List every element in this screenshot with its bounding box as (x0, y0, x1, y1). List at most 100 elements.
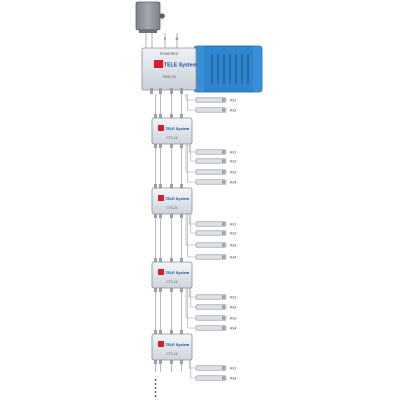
output-cable (187, 94, 196, 111)
output-lead (195, 254, 227, 260)
headend-model: TWD-24 (162, 75, 175, 79)
switch-brand: TELE System (165, 127, 190, 131)
logo-brand-text: TELE System (164, 63, 198, 69)
switch-logo-mark (158, 195, 164, 201)
receiver-output: Rx3 (185, 144, 236, 175)
switch-input-connector (154, 184, 157, 189)
headend-output-connectors (150, 88, 183, 94)
switch-input-connector (170, 330, 173, 335)
output-connector (222, 98, 225, 102)
output-connector (222, 231, 225, 235)
output-connector (222, 150, 225, 154)
switch-input-connector (170, 114, 173, 119)
switch-logo-mark (158, 125, 164, 131)
switch-body (151, 333, 193, 361)
switch-trunk-output-connector (170, 359, 173, 364)
output-cable (188, 288, 196, 298)
output-lead (195, 221, 227, 227)
output-lead (195, 179, 227, 185)
output-cable (185, 144, 196, 173)
receiver-output: Rx4 (187, 288, 236, 331)
output-lead (195, 230, 227, 236)
receiver-label: Rx1 (230, 295, 236, 299)
switch-trunk-output-connector (159, 359, 162, 364)
output-lead (195, 242, 227, 248)
switch-input-connector (154, 114, 157, 119)
heatsink-side-right (253, 46, 262, 92)
output-cable (187, 288, 196, 329)
switch-body (151, 261, 193, 289)
output-lead (195, 315, 227, 321)
output-connector (222, 243, 225, 247)
receiver-output: Rx3 (185, 288, 236, 321)
receiver-output: Rx2 (190, 288, 236, 310)
output-connector (222, 222, 225, 226)
receiver-output: Rx1 (188, 144, 236, 155)
heatsink (193, 45, 263, 93)
output-lead (195, 149, 227, 155)
switch-trunk-output-connector (159, 143, 162, 148)
receiver-output: Rx3 (185, 214, 236, 248)
output-cable (188, 144, 196, 153)
output-lead (195, 365, 227, 371)
switch-input-connector (170, 258, 173, 263)
headend-input-h: H (176, 36, 179, 41)
switch-input-connector (180, 114, 183, 119)
switch-model: CTS-24 (167, 352, 178, 356)
continuation-dots (154, 379, 157, 397)
headend-body (141, 47, 197, 91)
switch-input-connector (159, 114, 162, 119)
output-lead (195, 375, 227, 381)
output-connector (222, 170, 225, 174)
receiver-output: Rx2 (190, 360, 236, 381)
receiver-label: Rx2 (230, 159, 236, 163)
switch-brand: TELE System (165, 271, 190, 275)
receiver-output: Rx4 (187, 144, 236, 185)
switch-trunk-output-connector (154, 143, 157, 148)
switch-logo-mark (158, 341, 164, 347)
switch-trunk-output-connector (159, 287, 162, 292)
switch-trunk-output-connector (170, 143, 173, 148)
receiver-label: Rx3 (230, 170, 236, 174)
output-lead (195, 304, 227, 310)
lnb-housing (135, 1, 161, 31)
output-lead (195, 107, 227, 113)
receiver-output: Rx2 (190, 214, 236, 236)
receiver-output: Rx2 (187, 94, 236, 113)
switch-trunk-output-connector (170, 213, 173, 218)
switch-model: CTS-24 (167, 136, 178, 140)
lnb-base (139, 29, 157, 33)
receiver-label: Rx1 (230, 150, 236, 154)
switch-input-connector (180, 184, 183, 189)
receiver-label: Rx2 (230, 305, 236, 309)
output-cable (185, 214, 196, 246)
switch-input-connector (159, 184, 162, 189)
switch-input-connector (154, 258, 157, 263)
switch-model: CTS-24 (167, 280, 178, 284)
switch-trunk-output-connector (154, 359, 157, 364)
receiver-label: Rx4 (230, 180, 236, 184)
output-connector (222, 376, 225, 380)
receiver-label: Rx3 (230, 316, 236, 320)
output-cable (185, 94, 196, 101)
switch-input-connector (170, 184, 173, 189)
output-connector (222, 305, 225, 309)
headend-logo: TELE System (154, 60, 198, 69)
switch-trunk-output-connector (159, 213, 162, 218)
headend-input-v: V (164, 36, 167, 41)
receiver-label: Rx2 (230, 376, 236, 380)
output-cable (185, 288, 196, 319)
output-cable (190, 144, 196, 162)
receiver-label: Rx1 (230, 222, 236, 226)
switch-trunk-output-connector (180, 143, 183, 148)
receiver-label: Rx1 (230, 98, 236, 102)
output-cable (188, 360, 196, 369)
output-cable (187, 144, 196, 183)
switch-trunk-output-connector (180, 359, 183, 364)
switch-body (151, 187, 193, 215)
receiver-output: Rx1 (188, 288, 236, 300)
